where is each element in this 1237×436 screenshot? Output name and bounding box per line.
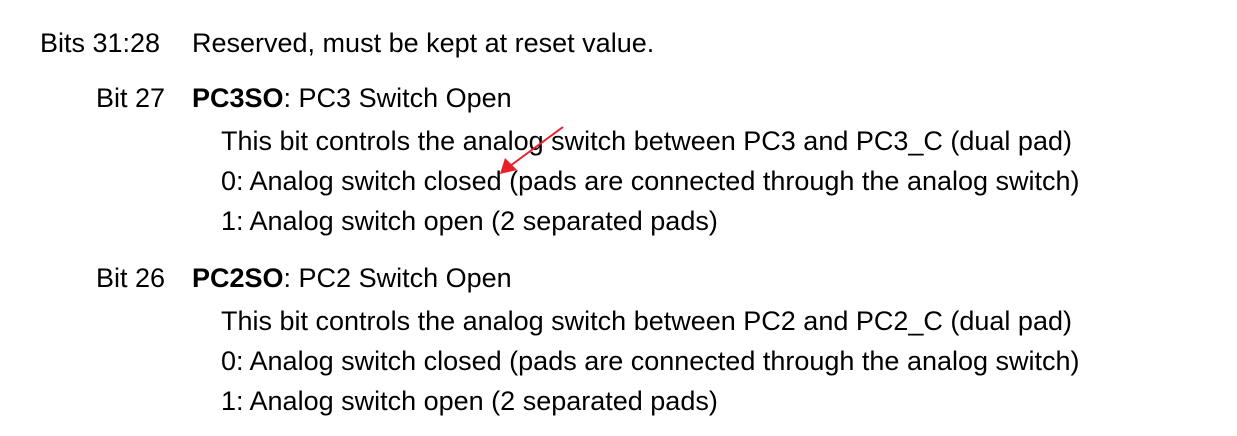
- description-line: 1: Analog switch open (2 separated pads): [221, 386, 718, 416]
- description-line: 0: Analog switch closed (pads are connec…: [221, 346, 1080, 376]
- bit-label: Bit 27: [96, 83, 166, 113]
- field-title-text: : PC3 Switch Open: [283, 83, 512, 113]
- field-description: Reserved, must be kept at reset value.: [192, 28, 655, 58]
- field-name: PC3SO: [192, 83, 284, 113]
- description-line: This bit controls the analog switch betw…: [221, 306, 1072, 336]
- description-line: This bit controls the analog switch betw…: [221, 126, 1072, 156]
- bit-range-label: Bits 31:28: [40, 28, 161, 58]
- description-line: 1: Analog switch open (2 separated pads): [221, 206, 718, 236]
- field-name: PC2SO: [192, 263, 284, 293]
- field-title: PC3SO: PC3 Switch Open: [192, 85, 512, 112]
- field-title-text: : PC2 Switch Open: [283, 263, 512, 293]
- bit-label: Bit 26: [96, 263, 166, 293]
- field-title: PC2SO: PC2 Switch Open: [192, 265, 512, 292]
- description-line: 0: Analog switch closed (pads are connec…: [221, 166, 1080, 196]
